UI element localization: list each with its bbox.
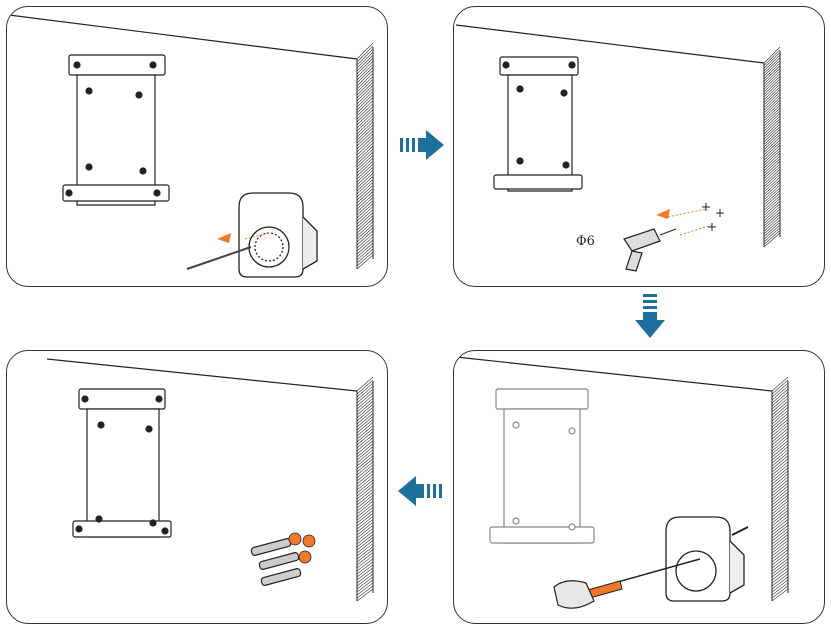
- gloved-hand-icon: [554, 581, 594, 608]
- drill-diameter-label: Φ6: [576, 234, 595, 249]
- wall-side-hatch: [357, 43, 373, 269]
- mounting-bracket-icon: [494, 57, 582, 191]
- wall-side-hatch: [772, 377, 788, 601]
- flow-arrow-left-icon: [398, 476, 444, 506]
- drill-icon: [624, 229, 676, 271]
- step-2-panel: Φ6: [453, 6, 825, 287]
- step-3-illustration: [454, 351, 825, 624]
- step-3-panel: [453, 350, 825, 624]
- charger-device-icon: [239, 193, 317, 277]
- flow-arrow-down-icon: [635, 294, 665, 340]
- drill-path-lines: [668, 209, 712, 235]
- flow-arrow-right-icon: [400, 130, 446, 160]
- wall-edge: [9, 15, 357, 59]
- drill-hole-marks: [702, 203, 724, 231]
- wall-side-hatch: [357, 377, 373, 601]
- mounting-bracket-icon: [490, 389, 594, 543]
- expansion-bolt-icon: [732, 527, 748, 535]
- orange-direction-arrow-icon: [656, 209, 670, 219]
- step-1-illustration: [7, 7, 388, 287]
- wall-side-hatch: [764, 47, 780, 247]
- step-1-panel: [6, 6, 388, 287]
- step-2-illustration: Φ6: [454, 7, 825, 287]
- mounting-bracket-icon: [63, 55, 169, 205]
- charger-device-icon: [666, 517, 744, 601]
- step-4-illustration: [7, 351, 388, 624]
- mounting-bracket-icon: [73, 389, 171, 537]
- step-4-panel: [6, 350, 388, 624]
- orange-direction-arrow-icon: [217, 233, 231, 243]
